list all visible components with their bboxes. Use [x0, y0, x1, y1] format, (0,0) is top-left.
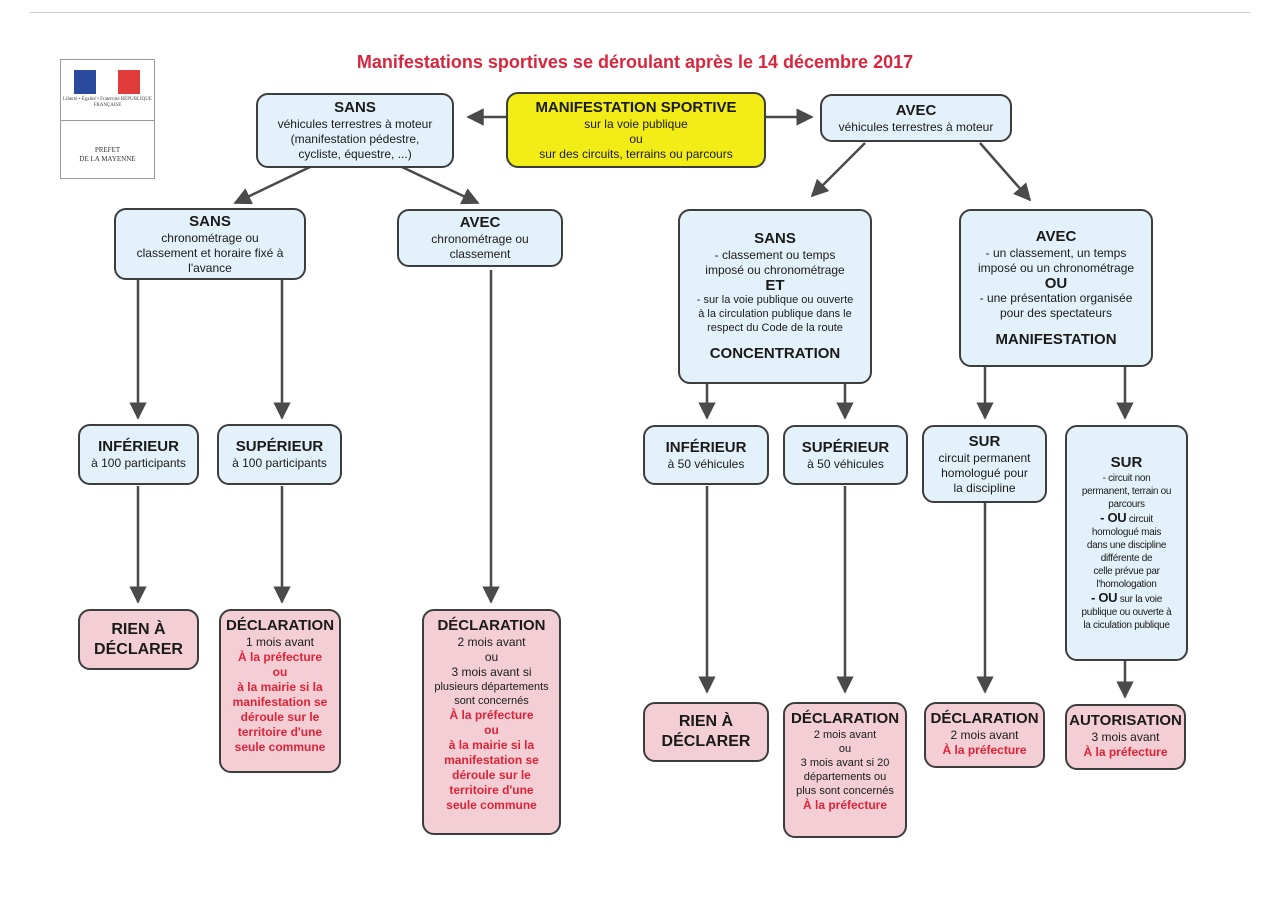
box-inferieur-100: INFÉRIEUR à 100 participants [78, 424, 199, 485]
box-superieur-50: SUPÉRIEUR à 50 véhicules [783, 425, 908, 485]
box-avec-chronometrage: AVEC chronométrage ou classement [397, 209, 563, 267]
box-sur-circuit-non-permanent: SUR - circuit non permanent, terrain ou … [1065, 425, 1188, 661]
page-title: Manifestations sportives se déroulant ap… [356, 52, 914, 72]
root-box-manifestation-sportive: MANIFESTATION SPORTIVE sur la voie publi… [506, 92, 766, 168]
arrow-to-concentration [810, 142, 866, 198]
result-declaration-2: DÉCLARATION 2 mois avant ou 3 mois avant… [422, 609, 561, 835]
result-declaration-1: DÉCLARATION 1 mois avant À la préfecture… [219, 609, 341, 773]
box-inferieur-50: INFÉRIEUR à 50 véhicules [643, 425, 769, 485]
box-concentration: SANS - classement ou temps imposé ou chr… [678, 209, 872, 384]
box-sur-circuit-permanent: SUR circuit permanent homologué pour la … [922, 425, 1047, 503]
result-declaration-4: DÉCLARATION 2 mois avant À la préfecture [924, 702, 1045, 768]
result-declaration-3: DÉCLARATION 2 mois avant ou 3 mois avant… [783, 702, 907, 838]
result-rien-a-declarer-1: RIEN À DÉCLARER [78, 609, 199, 670]
box-superieur-100: SUPÉRIEUR à 100 participants [217, 424, 342, 485]
arrow-to-manifestation [979, 142, 1032, 202]
logo-motto: Liberté • Égalité • Fraternité RÉPUBLIQU… [63, 97, 152, 108]
result-rien-a-declarer-2: RIEN À DÉCLARER [643, 702, 769, 762]
result-autorisation: AUTORISATION 3 mois avant À la préfectur… [1065, 704, 1186, 770]
arrow-to-avec-chrono [401, 165, 480, 205]
box-sans-moteur: SANS véhicules terrestres à moteur (mani… [256, 93, 454, 168]
logo-prefecture: PREFET DE LA MAYENNE [79, 146, 136, 163]
box-avec-moteur: AVEC véhicules terrestres à moteur [820, 94, 1012, 142]
arrow-to-sans-chrono [233, 165, 311, 205]
prefecture-logo: Liberté • Égalité • Fraternité RÉPUBLIQU… [60, 59, 155, 179]
box-sans-chronometrage: SANS chronométrage ou classement et hora… [114, 208, 306, 280]
box-manifestation: AVEC - un classement, un temps imposé ou… [959, 209, 1153, 367]
scan-edge-line [30, 12, 1250, 13]
marianne-flag-icon [74, 70, 140, 94]
